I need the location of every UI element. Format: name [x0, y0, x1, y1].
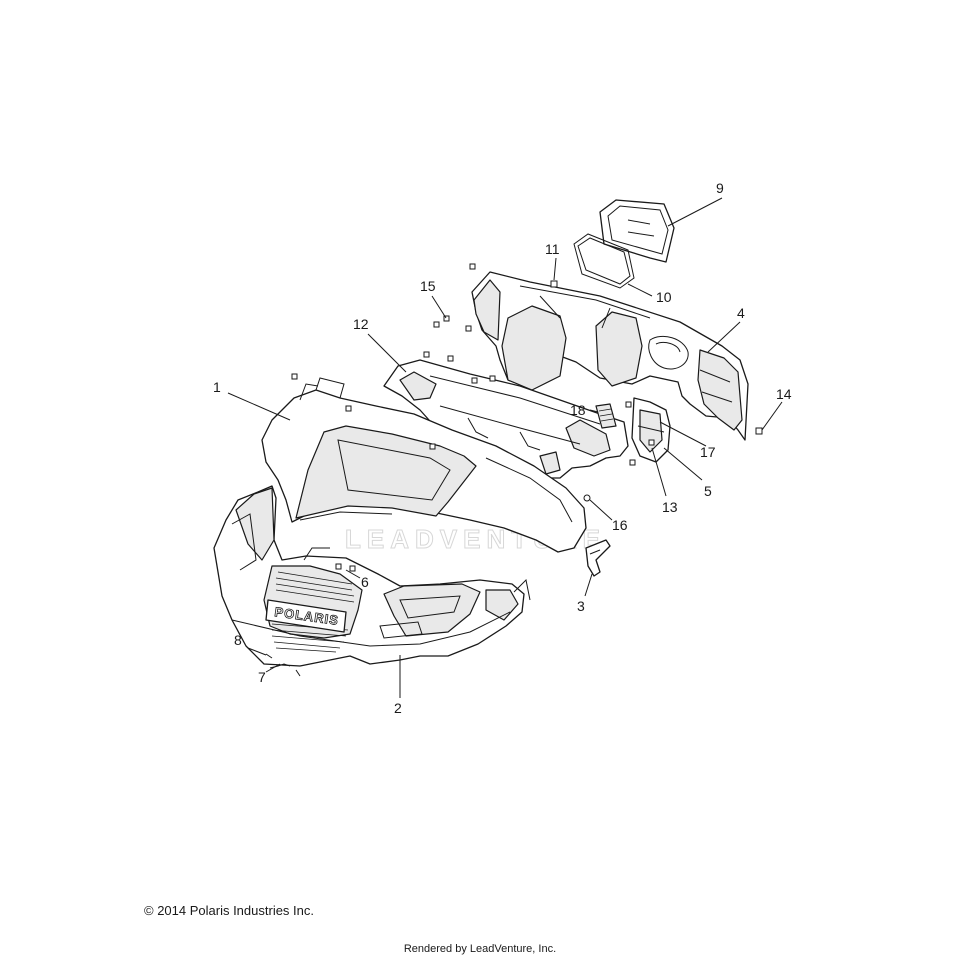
side-panel-part — [631, 397, 671, 463]
fastener-1d — [629, 459, 636, 466]
callout-9: 9 — [716, 180, 724, 196]
callout-7: 7 — [258, 669, 266, 685]
callout-12: 12 — [353, 316, 369, 332]
leader-4 — [707, 321, 741, 353]
leader-17 — [659, 421, 707, 447]
dash-panel-part — [471, 271, 749, 441]
front-fascia-part: POLARIS — [213, 485, 531, 667]
fastener-16 — [583, 494, 591, 502]
bracket-part — [585, 539, 611, 577]
fastener-15c — [465, 325, 472, 332]
fastener-6a — [335, 563, 342, 570]
callout-1: 1 — [213, 379, 221, 395]
callout-2: 2 — [394, 700, 402, 716]
fastener-14 — [755, 427, 763, 435]
leader-10 — [627, 283, 653, 297]
fastener-6b — [349, 565, 356, 572]
leader-15 — [431, 295, 447, 319]
callout-6: 6 — [361, 574, 369, 590]
leader-14 — [761, 401, 783, 431]
fastener-1a — [291, 373, 298, 380]
fastener-8 — [265, 653, 273, 659]
fastener-11 — [550, 280, 558, 288]
callout-15: 15 — [420, 278, 436, 294]
callout-13: 13 — [662, 499, 678, 515]
fastener-15a — [433, 321, 440, 328]
leader-1 — [227, 392, 291, 421]
fastener-17 — [625, 401, 632, 408]
callout-14: 14 — [776, 386, 792, 402]
callout-4: 4 — [737, 305, 745, 321]
callout-11: 11 — [545, 241, 560, 257]
leader-7 — [265, 663, 281, 673]
glovebox-seal-part — [573, 233, 635, 289]
leader-lines — [227, 197, 783, 698]
fastener-12c — [471, 377, 478, 384]
vent-insert-part — [595, 403, 617, 429]
leader-3 — [584, 573, 593, 597]
callout-10: 10 — [656, 289, 672, 305]
leader-8 — [247, 647, 267, 656]
callout-8: 8 — [234, 632, 242, 648]
callout-3: 3 — [577, 598, 585, 614]
callout-16: 16 — [612, 517, 628, 533]
rendered-by-credit: Rendered by LeadVenture, Inc. — [403, 943, 557, 955]
fastener-7b — [295, 669, 301, 677]
leader-9 — [667, 197, 723, 227]
fastener-1b — [345, 405, 352, 412]
leader-5 — [663, 447, 703, 481]
callout-5: 5 — [704, 483, 712, 499]
fastener-15b — [443, 315, 450, 322]
leader-11 — [553, 257, 557, 281]
callout-labels: 1 2 3 4 5 6 7 8 9 10 11 12 13 14 15 16 1… — [213, 180, 792, 716]
leader-12 — [367, 333, 407, 373]
callout-17: 17 — [700, 444, 716, 460]
cross-panel-part — [383, 359, 629, 479]
leader-13 — [651, 447, 667, 497]
fastener-12a — [423, 351, 430, 358]
fastener-12b — [447, 355, 454, 362]
leader-6 — [345, 569, 361, 579]
fastener-1c — [429, 443, 436, 450]
glovebox-door-part — [599, 199, 675, 263]
fastener-15d — [469, 263, 476, 270]
leader-18 — [589, 409, 599, 413]
fastener-12d — [489, 375, 496, 382]
leader-16 — [589, 499, 613, 521]
callout-18: 18 — [570, 402, 586, 418]
copyright-notice: © 2014 Polaris Industries Inc. — [144, 903, 314, 918]
fastener-13 — [648, 439, 655, 446]
